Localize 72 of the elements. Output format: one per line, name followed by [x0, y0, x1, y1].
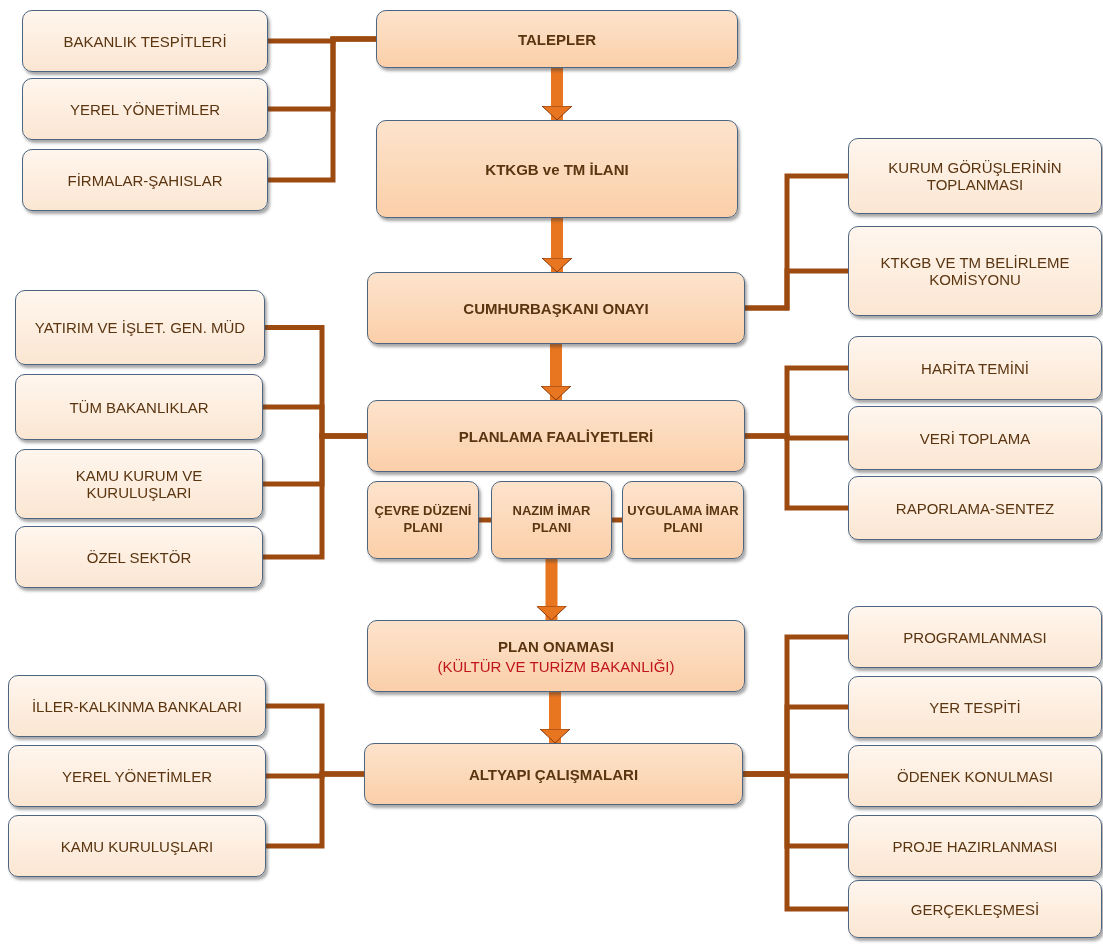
box-label: KURUM GÖRÜŞLERİNİN TOPLANMASI: [887, 159, 1063, 193]
box-label: ÖDENEK KONULMASI: [897, 767, 1053, 785]
item-box: [848, 226, 1102, 316]
item-box: [848, 406, 1102, 470]
box-label: İLLER-KALKINMA BANKALARI: [31, 697, 243, 715]
box-label: PROJE HAZIRLANMASI: [892, 837, 1058, 855]
process-box: [367, 272, 745, 344]
process-box: [376, 10, 738, 68]
box-label: KTKGB VE TM BELİRLEME KOMİSYONU: [879, 254, 1071, 288]
item-box: [15, 290, 265, 365]
connector-line: [743, 771, 848, 912]
flow-arrow: [541, 218, 573, 273]
process-box: [367, 620, 745, 692]
box-label: KAMU KURUM VE KURULUŞLARI: [74, 467, 204, 501]
item-box: [15, 526, 263, 588]
item-box: [22, 10, 268, 72]
box-subtitle: (KÜLTÜR VE TURİZM BAKANLIĞI): [437, 657, 675, 675]
flow-arrow: [539, 692, 571, 744]
flow-arrow: [541, 68, 573, 121]
box-label: UYGULAMA İMAR PLANI: [627, 503, 739, 537]
box-label: BAKANLIK TESPİTLERİ: [63, 32, 227, 50]
item-box: [22, 149, 268, 211]
item-box: [848, 606, 1102, 668]
box-label: YEREL YÖNETİMLER: [69, 100, 220, 118]
box-label: PLAN ONAMASI: [498, 637, 614, 655]
item-box: [848, 676, 1102, 738]
box-label: PROGRAMLANMASI: [903, 628, 1047, 646]
item-box: [8, 675, 266, 737]
item-box: [15, 449, 263, 519]
box-label: HARİTA TEMİNİ: [921, 359, 1029, 377]
box-label: RAPORLAMA-SENTEZ: [895, 499, 1055, 517]
item-box: [8, 745, 266, 807]
box-label: PLANLAMA FAALİYETLERİ: [458, 427, 654, 445]
box-label: FİRMALAR-ŞAHISLAR: [67, 171, 223, 189]
plan-box: [622, 481, 744, 559]
connector-line: [612, 517, 622, 523]
item-box: [848, 745, 1102, 807]
process-box: [364, 743, 743, 805]
box-label: CUMHURBAŞKANI ONAYI: [463, 299, 649, 317]
box-label: YEREL YÖNETİMLER: [61, 767, 212, 785]
box-label: YER TESPİTİ: [929, 698, 1021, 716]
item-box: [848, 476, 1102, 540]
connector-line: [263, 433, 367, 560]
item-box: [848, 336, 1102, 400]
box-label: KAMU KURULUŞLARI: [60, 837, 214, 855]
box-label: VERİ TOPLAMA: [919, 429, 1031, 447]
flow-arrow: [540, 344, 572, 401]
connector-line: [745, 268, 848, 311]
item-box: [848, 880, 1102, 938]
item-box: [22, 78, 268, 140]
box-label: NAZIM İMAR PLANI: [511, 503, 592, 537]
box-label: GERÇEKLEŞMESİ: [910, 900, 1040, 918]
process-box: [376, 120, 738, 218]
flow-arrow: [536, 559, 567, 621]
connector-line: [266, 771, 364, 849]
connector-line: [745, 433, 848, 511]
box-label: ÇEVRE DÜZENİ PLANI: [373, 503, 473, 537]
box-label: ÖZEL SEKTÖR: [86, 548, 192, 566]
plan-box: [367, 481, 479, 559]
connector-line: [479, 517, 491, 523]
item-box: [848, 138, 1102, 214]
process-box: [367, 400, 745, 472]
item-box: [15, 374, 263, 440]
box-label: TÜM BAKANLIKLAR: [69, 398, 209, 416]
box-label: ALTYAPI ÇALIŞMALARI: [468, 765, 639, 783]
plan-box: [491, 481, 612, 559]
item-box: [848, 815, 1102, 877]
connector-line: [268, 36, 376, 183]
box-label: YATIRIM VE İŞLET. GEN. MÜD: [34, 319, 246, 336]
box-label: TALEPLER: [517, 30, 597, 48]
item-box: [8, 815, 266, 877]
box-label: KTKGB ve TM İLANI: [485, 160, 629, 178]
